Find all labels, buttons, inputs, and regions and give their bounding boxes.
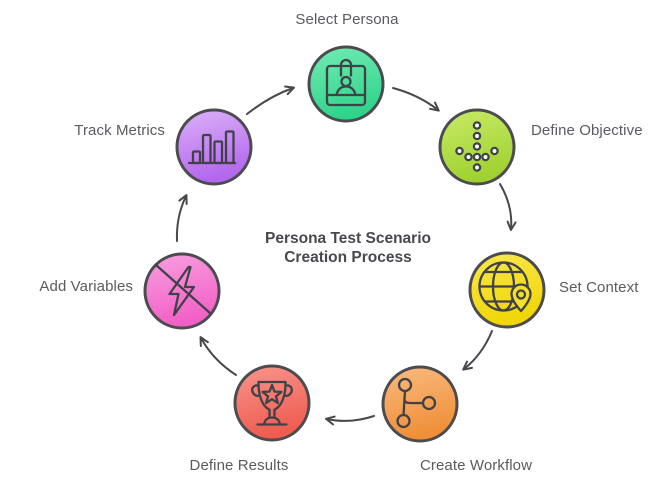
step-label-define-results: Define Results [189, 457, 289, 474]
id-badge-icon [325, 58, 367, 107]
dotted-arrow-icon [455, 121, 499, 172]
arrow-track-metrics-to-select-persona [246, 85, 295, 115]
node-track-metrics [175, 108, 253, 186]
arrow-add-variables-to-track-metrics [175, 194, 188, 242]
workflow-nodes-icon [396, 377, 437, 429]
bar-chart-icon [187, 130, 237, 165]
arrow-set-context-to-create-workflow [462, 330, 493, 371]
step-label-add-variables: Add Variables [39, 278, 133, 295]
node-create-workflow [381, 365, 459, 443]
diagram-title-line2: Creation Process [284, 249, 412, 266]
define-results-circle [233, 364, 311, 442]
select-persona-circle [307, 45, 385, 123]
node-define-results [233, 364, 311, 442]
step-label-create-workflow: Create Workflow [419, 457, 533, 474]
node-set-context [468, 251, 546, 329]
step-label-define-objective: Define Objective [531, 122, 643, 139]
arrow-define-objective-to-set-context [499, 183, 517, 231]
diagram-title: Persona Test Scenario Creation Process [265, 229, 431, 267]
arrow-create-workflow-to-define-results [325, 415, 375, 426]
globe-pin-icon [478, 261, 532, 313]
step-label-select-persona: Select Persona [295, 11, 399, 28]
no-lightning-icon [154, 263, 212, 317]
step-label-track-metrics: Track Metrics [74, 122, 165, 139]
node-select-persona [307, 45, 385, 123]
node-add-variables [143, 252, 221, 330]
arrow-select-persona-to-define-objective [392, 87, 440, 112]
arrow-define-results-to-add-variables [199, 336, 237, 376]
node-define-objective [438, 108, 516, 186]
trophy-icon [251, 380, 293, 426]
step-label-set-context: Set Context [559, 279, 639, 296]
diagram-title-line1: Persona Test Scenario [265, 230, 431, 247]
flow-arrows [175, 85, 517, 426]
